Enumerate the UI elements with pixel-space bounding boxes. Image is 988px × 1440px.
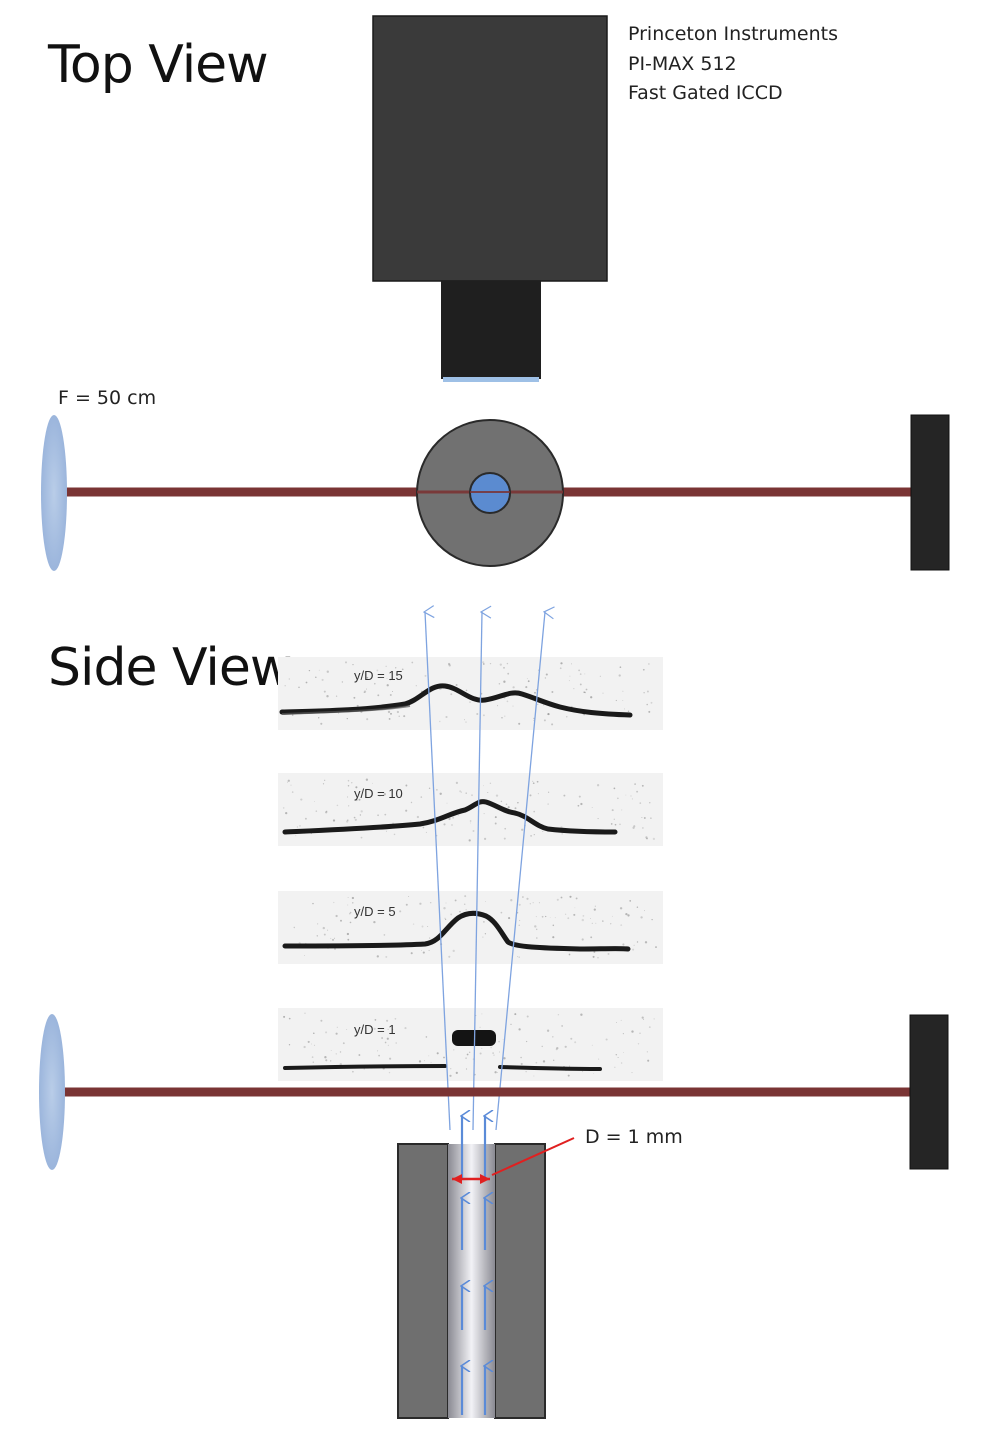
nozzle-wall-left xyxy=(397,1143,449,1419)
profile-yd1-right xyxy=(498,1065,602,1071)
camera-label-line-2: PI-MAX 512 xyxy=(628,53,737,75)
camera-lens-barrel xyxy=(441,281,541,379)
nozzle-side-icon xyxy=(397,1143,546,1419)
diameter-label: D = 1 mm xyxy=(585,1126,683,1148)
ray-right xyxy=(495,612,545,1131)
panel-yd15-bg xyxy=(278,657,663,730)
nozzle-wall-right xyxy=(494,1143,546,1419)
ray-left xyxy=(425,612,451,1131)
flow-arrows xyxy=(462,1116,485,1415)
profile-yd15 xyxy=(279,683,633,718)
plif-panels: y/D = 15 y/D = 10 y/D = 5 y/D = 1 xyxy=(278,657,663,1081)
camera-body xyxy=(372,15,608,282)
panel-yd5-bg xyxy=(278,891,663,964)
panel-label-yd15: y/D = 15 xyxy=(354,668,403,683)
camera-label: Princeton Instruments PI-MAX 512 Fast Ga… xyxy=(628,23,844,104)
jet-channel xyxy=(448,1144,495,1418)
profile-yd5 xyxy=(282,910,631,952)
panel-label-yd5: y/D = 5 xyxy=(354,904,396,919)
beam-dump-side-icon xyxy=(909,1014,949,1170)
camera-label-line-1: Princeton Instruments xyxy=(628,23,838,45)
lens-side-icon xyxy=(39,1014,65,1170)
camera-icon xyxy=(372,15,608,382)
camera-label-line-3: Fast Gated ICCD xyxy=(628,82,783,104)
top-view-heading: Top View xyxy=(47,35,268,95)
beam-dump-top-icon xyxy=(910,414,950,571)
panel-label-yd10: y/D = 10 xyxy=(354,786,403,801)
side-view-heading: Side View xyxy=(48,638,291,698)
nozzle-top-icon xyxy=(416,419,564,567)
profile-yd10 xyxy=(282,799,618,835)
light-rays xyxy=(425,612,545,1131)
diameter-leader-line xyxy=(491,1137,575,1176)
lens-top-icon xyxy=(41,415,67,571)
profile-yd1-left xyxy=(283,1064,447,1070)
panel-label-yd1: y/D = 1 xyxy=(354,1022,396,1037)
focal-length-label: F = 50 cm xyxy=(58,387,156,409)
ray-center xyxy=(472,612,482,1131)
camera-lens-glass xyxy=(443,377,539,382)
diameter-dimension: D = 1 mm xyxy=(452,1126,683,1184)
